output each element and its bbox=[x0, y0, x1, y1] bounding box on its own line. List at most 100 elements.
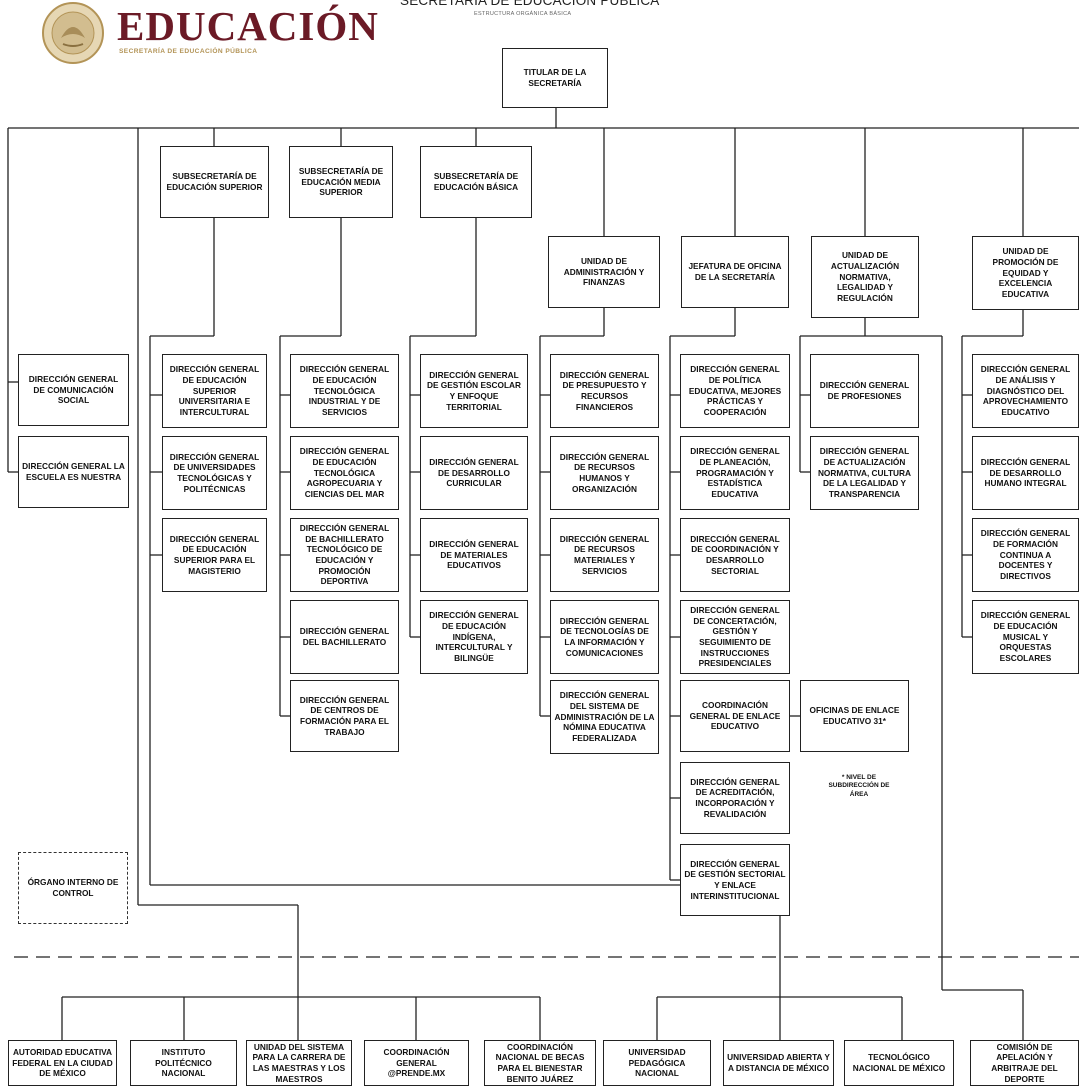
box-label: UNIDAD DE ACTUALIZACIÓN NORMATIVA, LEGAL… bbox=[830, 250, 900, 303]
box-label: DIRECCIÓN GENERAL DE FORMACIÓN CONTINUA … bbox=[980, 528, 1071, 581]
box-jef-1: DIRECCIÓN GENERAL DE POLÍTICA EDUCATIVA,… bbox=[680, 354, 790, 428]
box-label: DIRECCIÓN GENERAL DE EDUCACIÓN INDÍGENA,… bbox=[429, 610, 519, 663]
box-sub-basica: SUBSECRETARÍA DE EDUCACIÓN BÁSICA bbox=[420, 146, 532, 218]
box-label: COORDINACIÓN GENERAL @PRENDE.MX bbox=[383, 1047, 450, 1079]
box-jef-7: DIRECCIÓN GENERAL DE GESTIÓN SECTORIAL Y… bbox=[680, 844, 790, 916]
box-jef-2: DIRECCIÓN GENERAL DE PLANEACIÓN, PROGRAM… bbox=[680, 436, 790, 510]
box-label: COMISIÓN DE APELACIÓN Y ARBITRAJE DEL DE… bbox=[991, 1041, 1058, 1084]
box-label: UNIDAD DE ADMINISTRACIÓN Y FINANZAS bbox=[563, 256, 645, 288]
box-label: DIRECCIÓN GENERAL DEL BACHILLERATO bbox=[299, 626, 390, 647]
box-label: JEFATURA DE OFICINA DE LA SECRETARÍA bbox=[688, 261, 782, 282]
box-adm-1: DIRECCIÓN GENERAL DE PRESUPUESTO Y RECUR… bbox=[550, 354, 659, 428]
box-label: OFICINAS DE ENLACE EDUCATIVO 31* bbox=[809, 705, 900, 726]
box-label: DIRECCIÓN GENERAL DE EDUCACIÓN SUPERIOR … bbox=[169, 533, 260, 576]
box-bas-4: DIRECCIÓN GENERAL DE EDUCACIÓN INDÍGENA,… bbox=[420, 600, 528, 674]
box-label: ÓRGANO INTERNO DE CONTROL bbox=[27, 877, 119, 898]
box-pro-4: DIRECCIÓN GENERAL DE EDUCACIÓN MUSICAL Y… bbox=[972, 600, 1079, 674]
box-dg-escuela: DIRECCIÓN GENERAL LA ESCUELA ES NUESTRA bbox=[18, 436, 129, 508]
page-subtitle: ESTRUCTURA ORGÁNICA BÁSICA bbox=[474, 11, 572, 17]
box-act-2: DIRECCIÓN GENERAL DE ACTUALIZACIÓN NORMA… bbox=[810, 436, 919, 510]
box-jef-3: DIRECCIÓN GENERAL DE COORDINACIÓN Y DESA… bbox=[680, 518, 790, 592]
box-label: DIRECCIÓN GENERAL DE GESTIÓN ESCOLAR Y E… bbox=[426, 369, 522, 412]
box-oficinas-enlace: OFICINAS DE ENLACE EDUCATIVO 31* bbox=[800, 680, 909, 752]
box-unidad-promocion: UNIDAD DE PROMOCIÓN DE EQUIDAD Y EXCELEN… bbox=[972, 236, 1079, 310]
box-label: AUTORIDAD EDUCATIVA FEDERAL EN LA CIUDAD… bbox=[12, 1047, 113, 1079]
box-pro-1: DIRECCIÓN GENERAL DE ANÁLISIS Y DIAGNÓST… bbox=[972, 354, 1079, 428]
box-jef-6: DIRECCIÓN GENERAL DE ACREDITACIÓN, INCOR… bbox=[680, 762, 790, 834]
box-label: DIRECCIÓN GENERAL DE EDUCACIÓN TECNOLÓGI… bbox=[299, 364, 390, 417]
box-label: DIRECCIÓN GENERAL DE PLANEACIÓN, PROGRAM… bbox=[690, 446, 780, 499]
box-med-1: DIRECCIÓN GENERAL DE EDUCACIÓN TECNOLÓGI… bbox=[290, 354, 399, 428]
box-label: DIRECCIÓN GENERAL DE DESARROLLO HUMANO I… bbox=[980, 457, 1071, 489]
box-ent-1: AUTORIDAD EDUCATIVA FEDERAL EN LA CIUDAD… bbox=[8, 1040, 117, 1086]
national-seal-icon bbox=[42, 2, 104, 64]
box-titular: TITULAR DE LA SECRETARÍA bbox=[502, 48, 608, 108]
box-label: DIRECCIÓN GENERAL DE EDUCACIÓN TECNOLÓGI… bbox=[299, 446, 390, 499]
footnote: * NIVEL DE SUBDIRECCIÓN DE ÁREA bbox=[828, 774, 890, 798]
box-ent-7: UNIVERSIDAD ABIERTA Y A DISTANCIA DE MÉX… bbox=[723, 1040, 834, 1086]
box-jef-4: DIRECCIÓN GENERAL DE CONCERTACIÓN, GESTI… bbox=[680, 600, 790, 674]
box-label: DIRECCIÓN GENERAL DE ANÁLISIS Y DIAGNÓST… bbox=[980, 364, 1071, 417]
box-sup-2: DIRECCIÓN GENERAL DE UNIVERSIDADES TECNO… bbox=[162, 436, 267, 510]
box-label: DIRECCIÓN GENERAL DE RECURSOS HUMANOS Y … bbox=[559, 451, 650, 494]
box-label: DIRECCIÓN GENERAL DE TECNOLOGÍAS DE LA I… bbox=[559, 615, 650, 658]
box-label: UNIDAD DE PROMOCIÓN DE EQUIDAD Y EXCELEN… bbox=[992, 246, 1059, 299]
box-sup-1: DIRECCIÓN GENERAL DE EDUCACIÓN SUPERIOR … bbox=[162, 354, 267, 428]
box-sub-superior: SUBSECRETARÍA DE EDUCACIÓN SUPERIOR bbox=[160, 146, 269, 218]
box-ent-6: UNIVERSIDAD PEDAGÓGICA NACIONAL bbox=[603, 1040, 711, 1086]
box-jef-5: COORDINACIÓN GENERAL DE ENLACE EDUCATIVO bbox=[680, 680, 790, 752]
box-label: INSTITUTO POLITÉCNICO NACIONAL bbox=[155, 1047, 212, 1079]
box-label: DIRECCIÓN GENERAL DE COORDINACIÓN Y DESA… bbox=[690, 533, 780, 576]
box-label: UNIVERSIDAD ABIERTA Y A DISTANCIA DE MÉX… bbox=[727, 1052, 830, 1073]
box-adm-3: DIRECCIÓN GENERAL DE RECURSOS MATERIALES… bbox=[550, 518, 659, 592]
box-label: DIRECCIÓN GENERAL DE CENTROS DE FORMACIÓ… bbox=[299, 694, 390, 737]
box-label: DIRECCIÓN GENERAL DE RECURSOS MATERIALES… bbox=[559, 533, 650, 576]
box-ent-9: COMISIÓN DE APELACIÓN Y ARBITRAJE DEL DE… bbox=[970, 1040, 1079, 1086]
box-unidad-actualizacion: UNIDAD DE ACTUALIZACIÓN NORMATIVA, LEGAL… bbox=[811, 236, 919, 318]
box-label: TECNOLÓGICO NACIONAL DE MÉXICO bbox=[852, 1052, 946, 1073]
box-pro-3: DIRECCIÓN GENERAL DE FORMACIÓN CONTINUA … bbox=[972, 518, 1079, 592]
box-label: COORDINACIÓN NACIONAL DE BECAS PARA EL B… bbox=[495, 1041, 585, 1084]
box-label: SUBSECRETARÍA DE EDUCACIÓN BÁSICA bbox=[433, 171, 519, 192]
box-label: DIRECCIÓN GENERAL DE PRESUPUESTO Y RECUR… bbox=[559, 369, 650, 412]
box-bas-3: DIRECCIÓN GENERAL DE MATERIALES EDUCATIV… bbox=[420, 518, 528, 592]
box-ent-2: INSTITUTO POLITÉCNICO NACIONAL bbox=[130, 1040, 237, 1086]
box-med-2: DIRECCIÓN GENERAL DE EDUCACIÓN TECNOLÓGI… bbox=[290, 436, 399, 510]
box-pro-2: DIRECCIÓN GENERAL DE DESARROLLO HUMANO I… bbox=[972, 436, 1079, 510]
box-label: DIRECCIÓN GENERAL DE CONCERTACIÓN, GESTI… bbox=[690, 605, 780, 669]
box-adm-5: DIRECCIÓN GENERAL DEL SISTEMA DE ADMINIS… bbox=[550, 680, 659, 754]
brand-subtitle: SECRETARÍA DE EDUCACIÓN PÚBLICA bbox=[119, 48, 258, 55]
box-label: DIRECCIÓN GENERAL DE PROFESIONES bbox=[819, 380, 910, 401]
box-label: UNIVERSIDAD PEDAGÓGICA NACIONAL bbox=[628, 1047, 686, 1079]
box-ent-8: TECNOLÓGICO NACIONAL DE MÉXICO bbox=[844, 1040, 954, 1086]
box-label: UNIDAD DEL SISTEMA PARA LA CARRERA DE LA… bbox=[252, 1041, 346, 1084]
box-label: SUBSECRETARÍA DE EDUCACIÓN MEDIA SUPERIO… bbox=[298, 166, 384, 198]
box-ent-4: COORDINACIÓN GENERAL @PRENDE.MX bbox=[364, 1040, 469, 1086]
box-label: DIRECCIÓN GENERAL DE DESARROLLO CURRICUL… bbox=[429, 457, 519, 489]
box-label: DIRECCIÓN GENERAL DE EDUCACIÓN SUPERIOR … bbox=[169, 364, 260, 417]
box-adm-4: DIRECCIÓN GENERAL DE TECNOLOGÍAS DE LA I… bbox=[550, 600, 659, 674]
box-label: SUBSECRETARÍA DE EDUCACIÓN SUPERIOR bbox=[166, 171, 263, 192]
box-unidad-admin: UNIDAD DE ADMINISTRACIÓN Y FINANZAS bbox=[548, 236, 660, 308]
box-sup-3: DIRECCIÓN GENERAL DE EDUCACIÓN SUPERIOR … bbox=[162, 518, 267, 592]
box-label: TITULAR DE LA SECRETARÍA bbox=[523, 67, 587, 88]
box-label: DIRECCIÓN GENERAL DE ACTUALIZACIÓN NORMA… bbox=[817, 446, 912, 499]
page-title: SECRETARÍA DE EDUCACIÓN PÚBLICA bbox=[400, 0, 660, 8]
box-med-3: DIRECCIÓN GENERAL DE BACHILLERATO TECNOL… bbox=[290, 518, 399, 592]
box-jefatura: JEFATURA DE OFICINA DE LA SECRETARÍA bbox=[681, 236, 789, 308]
box-sub-media: SUBSECRETARÍA DE EDUCACIÓN MEDIA SUPERIO… bbox=[289, 146, 393, 218]
box-adm-2: DIRECCIÓN GENERAL DE RECURSOS HUMANOS Y … bbox=[550, 436, 659, 510]
box-label: DIRECCIÓN GENERAL LA ESCUELA ES NUESTRA bbox=[22, 461, 125, 482]
box-label: DIRECCIÓN GENERAL DEL SISTEMA DE ADMINIS… bbox=[554, 690, 655, 743]
box-ent-5: COORDINACIÓN NACIONAL DE BECAS PARA EL B… bbox=[484, 1040, 596, 1086]
box-act-1: DIRECCIÓN GENERAL DE PROFESIONES bbox=[810, 354, 919, 428]
box-organo-interno: ÓRGANO INTERNO DE CONTROL bbox=[18, 852, 128, 924]
box-label: DIRECCIÓN GENERAL DE MATERIALES EDUCATIV… bbox=[429, 539, 519, 571]
box-label: DIRECCIÓN GENERAL DE BACHILLERATO TECNOL… bbox=[299, 523, 390, 587]
box-label: DIRECCIÓN GENERAL DE ACREDITACIÓN, INCOR… bbox=[690, 776, 780, 819]
box-label: DIRECCIÓN GENERAL DE GESTIÓN SECTORIAL Y… bbox=[684, 858, 786, 901]
box-label: DIRECCIÓN GENERAL DE UNIVERSIDADES TECNO… bbox=[169, 451, 260, 494]
box-ent-3: UNIDAD DEL SISTEMA PARA LA CARRERA DE LA… bbox=[246, 1040, 352, 1086]
box-label: DIRECCIÓN GENERAL DE COMUNICACIÓN SOCIAL bbox=[28, 374, 119, 406]
